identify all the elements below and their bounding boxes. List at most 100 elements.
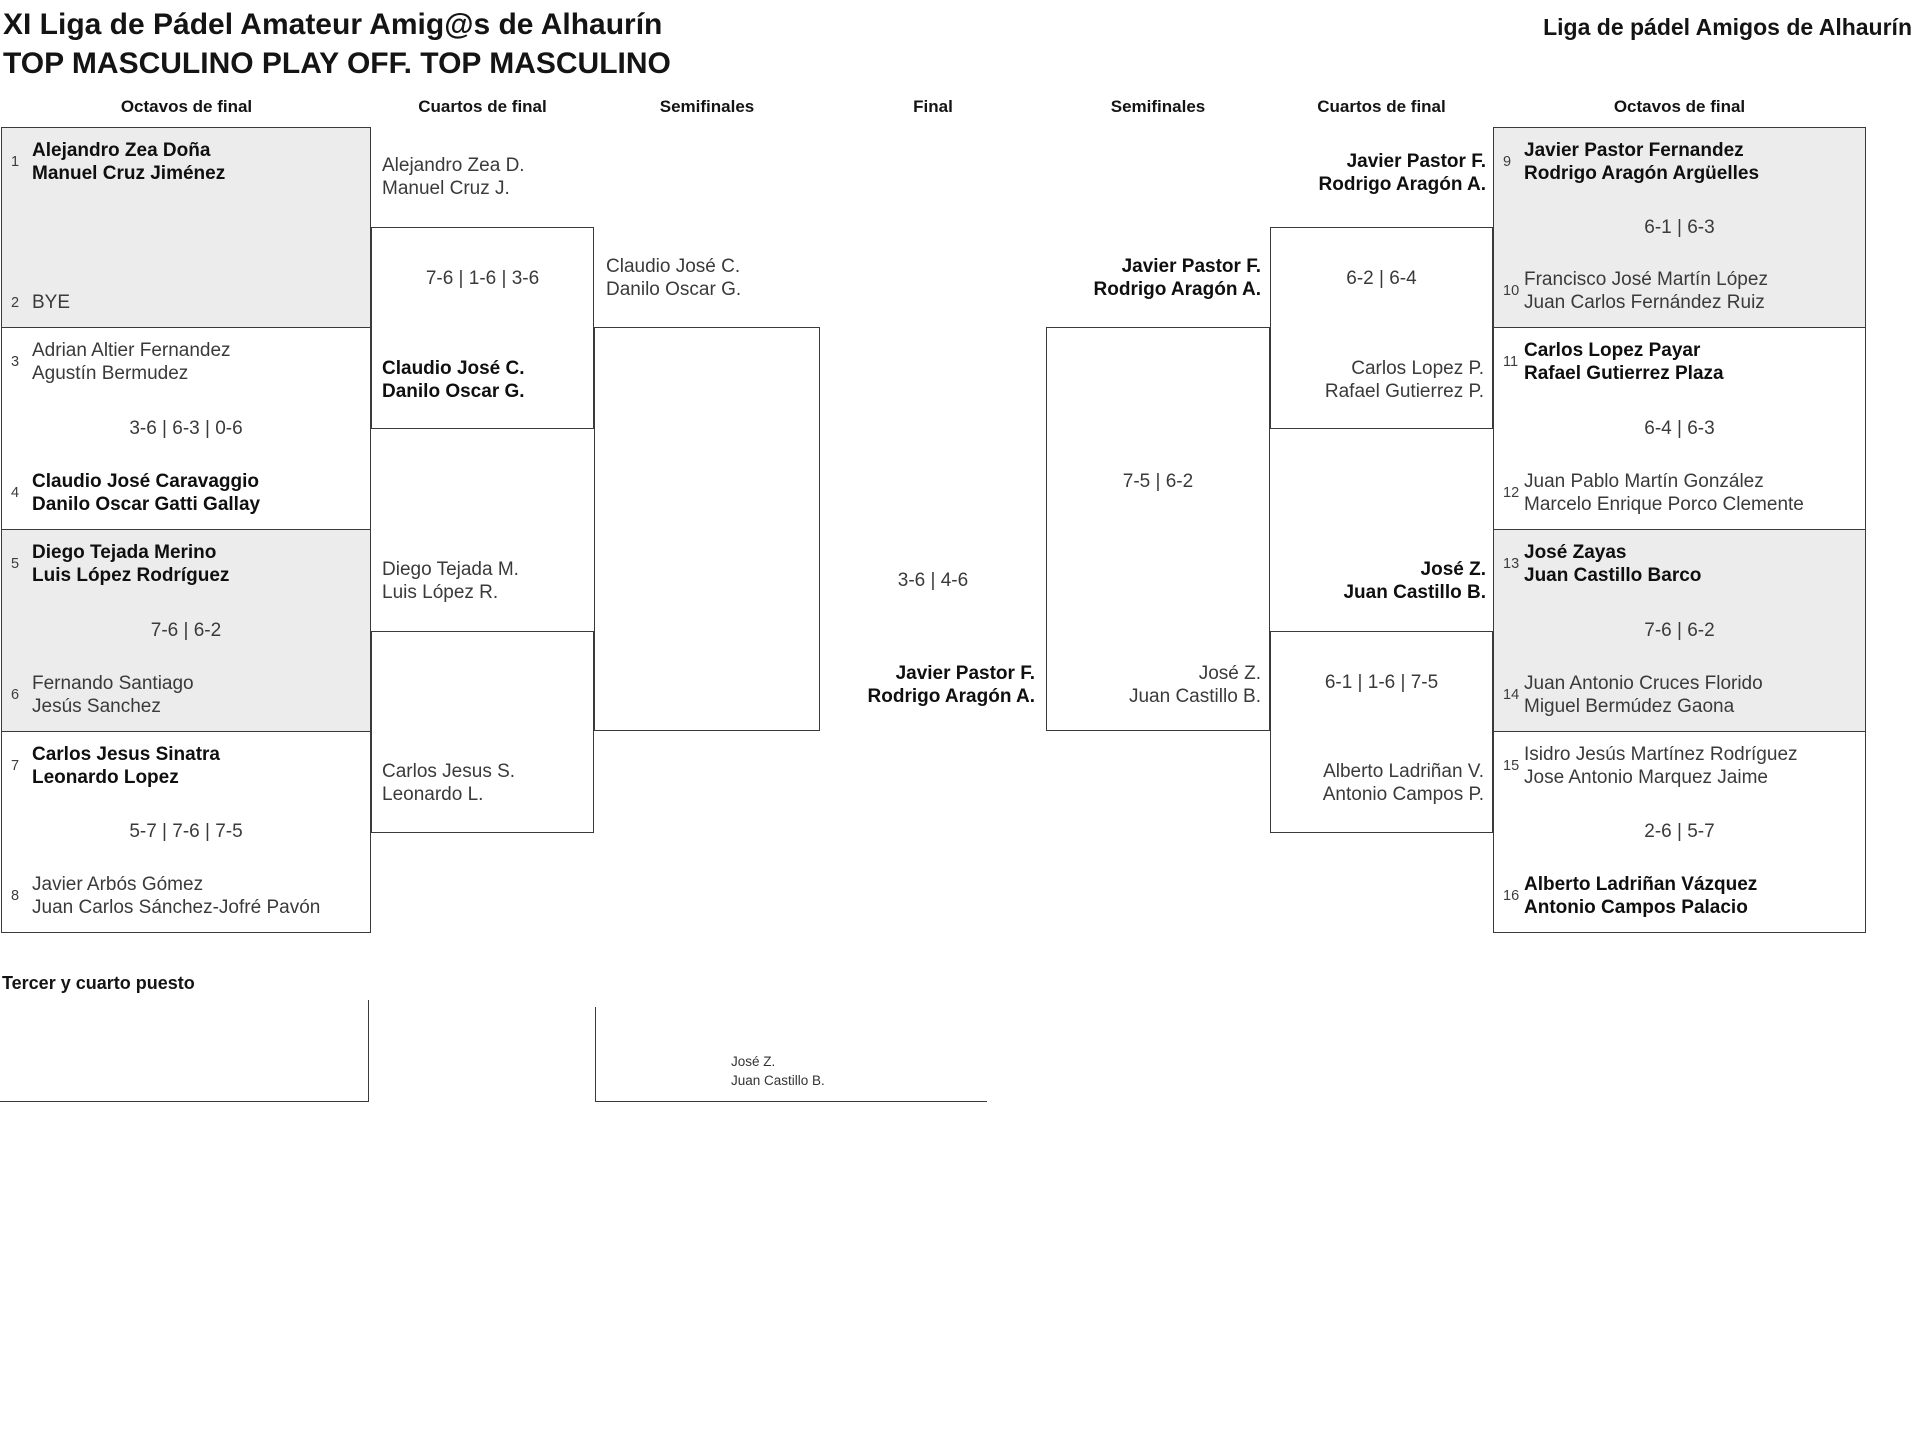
match-box-semifinal-left [594, 327, 820, 731]
cuartos-left-top-score: 7-6 | 1-6 | 3-6 [425, 268, 540, 289]
seed-number: 3 [11, 354, 20, 370]
cuartos-right-top-score: 6-2 | 6-4 [1346, 268, 1417, 289]
match-score: 6-1 | 6-3 [1644, 216, 1715, 238]
league-name: Liga de pádel Amigos de Alhaurín [1543, 14, 1912, 40]
match-box-cuartos-right-bottom [1270, 631, 1493, 833]
third-place-slot-left [0, 1000, 369, 1102]
seed-number: 15 [1503, 758, 1520, 774]
cuartos-left-bottom-entrant: Diego Tejada M.Luis López R. [382, 559, 519, 603]
seed-number: 8 [11, 888, 20, 904]
cuartos-left-top-entrant: Alejandro Zea D.Manuel Cruz J. [382, 155, 525, 199]
seed-number: 1 [11, 154, 20, 170]
round-header-cuartos-right: Cuartos de final [1317, 97, 1446, 116]
round-header-cuartos-left: Cuartos de final [418, 97, 547, 116]
seed-number: 5 [11, 556, 20, 572]
semifinal-right-winner: José Z.Juan Castillo B. [1128, 663, 1261, 707]
semifinal-left-entrant: Claudio José C.Danilo Oscar G. [606, 256, 742, 300]
seed-number: 10 [1503, 283, 1520, 299]
match-score: 7-6 | 6-2 [1644, 619, 1715, 641]
match-box-semifinal-right [1046, 327, 1270, 731]
seed-number: 13 [1503, 556, 1520, 572]
page-title-line1: XI Liga de Pádel Amateur Amig@s de Alhau… [3, 8, 663, 41]
seed-number: 11 [1503, 354, 1519, 370]
seed-number: 12 [1503, 485, 1520, 501]
match-score: 7-6 | 6-2 [150, 619, 222, 641]
final-winner: Javier Pastor F.Rodrigo Aragón A. [867, 663, 1035, 707]
seed-number: 4 [11, 485, 20, 501]
round-header-final: Final [913, 97, 953, 116]
seed-number: 6 [11, 687, 20, 703]
team-row: 2 BYE [11, 291, 366, 314]
cuartos-left-top-winner: Claudio José C.Danilo Oscar G. [382, 358, 525, 402]
match-score: 6-4 | 6-3 [1644, 417, 1715, 439]
seed-number: 7 [11, 758, 20, 774]
round-header-octavos-left: Octavos de final [120, 97, 253, 116]
match-score: 2-6 | 5-7 [1644, 821, 1715, 842]
match-box-cuartos-right-top [1270, 227, 1493, 429]
round-header-octavos-right: Octavos de final [1613, 97, 1746, 116]
cuartos-right-bottom-entrant: José Z.Juan Castillo B. [1343, 559, 1486, 603]
seed-number: 16 [1503, 888, 1520, 904]
match-score: 5-7 | 7-6 | 7-5 [129, 821, 243, 842]
seed-number: 9 [1503, 154, 1512, 170]
third-place-heading: Tercer y cuarto puesto [2, 973, 195, 993]
third-place-slot-middle [595, 1007, 987, 1102]
semifinal-right-entrant: Javier Pastor F.Rodrigo Aragón A. [1093, 256, 1261, 300]
round-header-semis-right: Semifinales [1110, 97, 1206, 116]
seed-number: 2 [11, 294, 20, 311]
semifinal-right-score: 7-5 | 6-2 [1122, 471, 1194, 492]
match-box-cuartos-left-top [371, 227, 594, 429]
cuartos-right-top-entrant: Javier Pastor F.Rodrigo Aragón A. [1318, 151, 1486, 195]
third-place-entrant: José Z.Juan Castillo B. [731, 1054, 825, 1088]
cuartos-right-top-winner: Carlos Lopez P.Rafael Gutierrez P. [1324, 358, 1484, 402]
cuartos-right-bottom-winner: Alberto Ladriñan V.Antonio Campos P. [1322, 761, 1484, 805]
cuartos-left-bottom-winner: Carlos Jesus S.Leonardo L. [382, 761, 516, 805]
match-box-cuartos-left-bottom [371, 631, 594, 833]
final-score: 3-6 | 4-6 [897, 570, 969, 591]
round-header-semis-left: Semifinales [659, 97, 755, 116]
cuartos-right-bottom-score: 6-1 | 1-6 | 7-5 [1324, 672, 1439, 693]
page-title-line2: TOP MASCULINO PLAY OFF. TOP MASCULINO [3, 47, 671, 80]
seed-number: 14 [1503, 687, 1520, 703]
team-names: BYE [32, 292, 71, 313]
